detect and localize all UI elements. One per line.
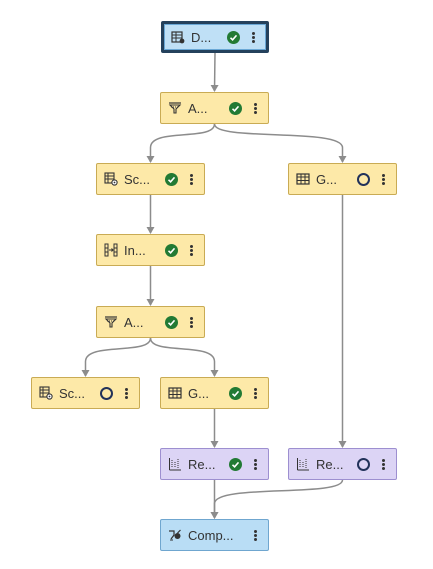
pipeline-node-analyze2[interactable]: A...	[96, 306, 205, 338]
status-complete-icon	[165, 243, 178, 257]
status-pending-icon	[357, 172, 370, 186]
status-complete-icon	[227, 30, 240, 44]
edge-analyze1-to-grid1	[213, 123, 347, 163]
node-menu-kebab-icon[interactable]	[248, 102, 262, 115]
filter-funnel-icon	[167, 100, 183, 116]
data-table-icon	[170, 29, 186, 45]
pipeline-node-grid2[interactable]: G...	[160, 377, 269, 409]
grid-table-icon	[295, 171, 311, 187]
node-menu-kebab-icon[interactable]	[248, 387, 262, 400]
node-label: D...	[191, 29, 212, 45]
pipeline-node-compare[interactable]: Comp...	[160, 519, 269, 551]
node-menu-kebab-icon[interactable]	[376, 173, 390, 186]
score-table-icon	[38, 385, 54, 401]
status-complete-icon	[229, 386, 242, 400]
compare-models-icon	[167, 527, 183, 543]
status-complete-icon	[165, 315, 178, 329]
node-label: Re...	[316, 456, 344, 472]
edge-data-to-analyze1	[210, 52, 219, 92]
node-label: Re...	[188, 456, 216, 472]
regression-chart-icon	[295, 456, 311, 472]
node-menu-kebab-icon[interactable]	[246, 31, 260, 44]
pipeline-node-impute[interactable]: In...	[96, 234, 205, 266]
grid-table-icon	[167, 385, 183, 401]
edge-report2-to-compare	[210, 479, 344, 519]
pipeline-node-score1[interactable]: Sc...	[96, 163, 205, 195]
pipeline-node-data[interactable]: D...	[161, 21, 269, 53]
node-label: Sc...	[59, 385, 86, 401]
pipeline-node-analyze1[interactable]: A...	[160, 92, 269, 124]
node-menu-kebab-icon[interactable]	[248, 529, 262, 542]
node-label: G...	[316, 171, 337, 187]
regression-chart-icon	[167, 456, 183, 472]
node-label: In...	[124, 242, 146, 258]
status-complete-icon	[165, 172, 178, 186]
node-menu-kebab-icon[interactable]	[184, 173, 198, 186]
node-label: G...	[188, 385, 209, 401]
pipeline-node-grid1[interactable]: G...	[288, 163, 397, 195]
node-menu-kebab-icon[interactable]	[248, 458, 262, 471]
status-pending-icon	[100, 386, 113, 400]
impute-icon	[103, 242, 119, 258]
pipeline-node-report2[interactable]: Re...	[288, 448, 397, 480]
status-pending-icon	[357, 457, 370, 471]
node-label: A...	[124, 314, 144, 330]
node-label: A...	[188, 100, 208, 116]
score-table-icon	[103, 171, 119, 187]
status-complete-icon	[229, 101, 242, 115]
edge-analyze1-to-score1	[146, 123, 216, 163]
filter-funnel-icon	[103, 314, 119, 330]
pipeline-node-report1[interactable]: Re...	[160, 448, 269, 480]
node-menu-kebab-icon[interactable]	[119, 387, 133, 400]
node-menu-kebab-icon[interactable]	[184, 244, 198, 257]
status-complete-icon	[229, 457, 242, 471]
node-menu-kebab-icon[interactable]	[184, 316, 198, 329]
node-menu-kebab-icon[interactable]	[376, 458, 390, 471]
edge-analyze2-to-score2	[81, 337, 152, 377]
pipeline-node-score2[interactable]: Sc...	[31, 377, 140, 409]
node-label: Comp...	[188, 527, 234, 543]
node-label: Sc...	[124, 171, 151, 187]
edge-analyze2-to-grid2	[149, 337, 219, 377]
